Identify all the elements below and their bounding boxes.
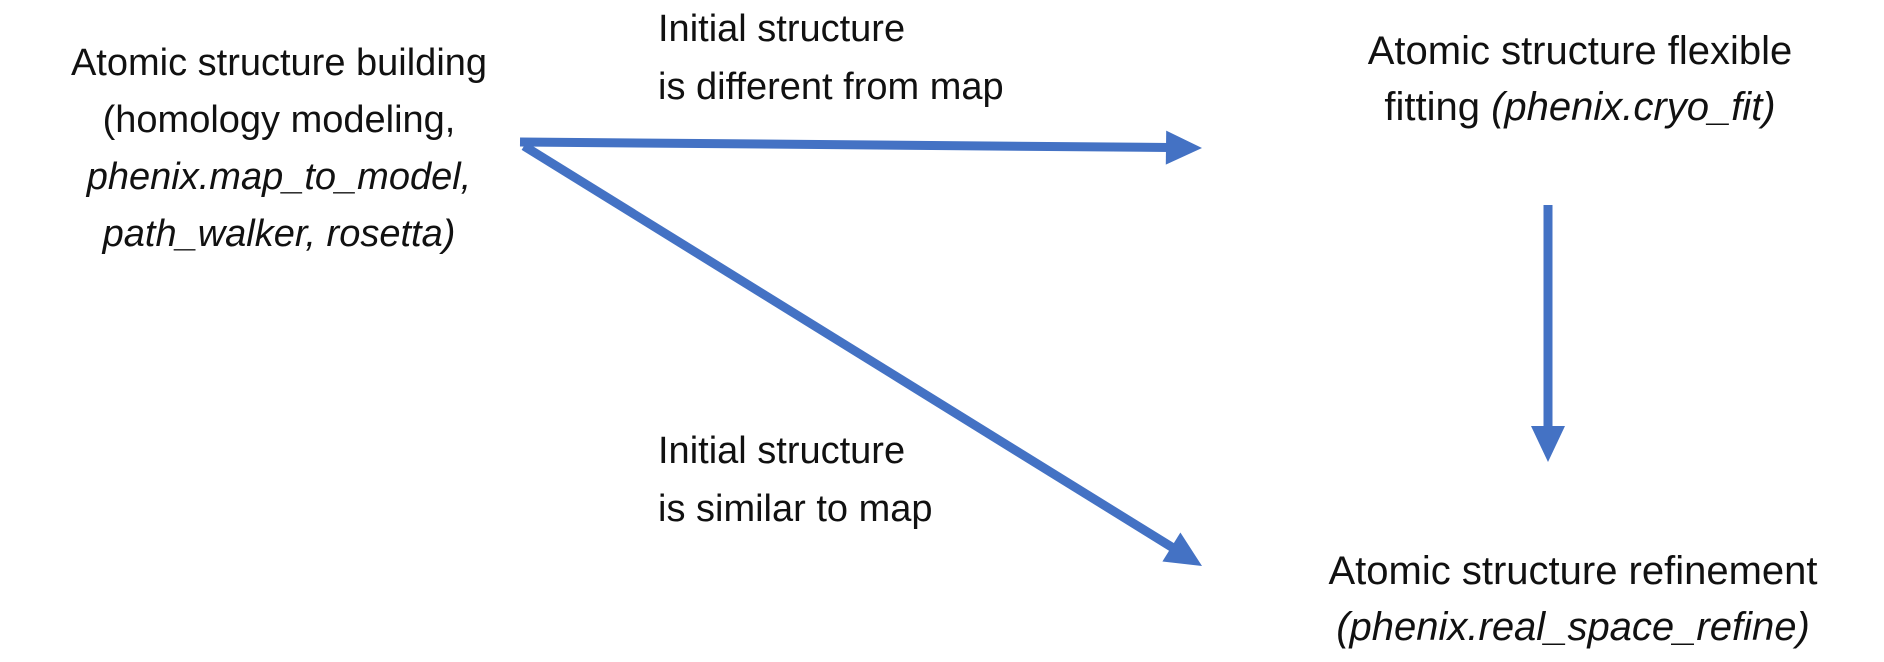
arrow-building-to-refinement-head	[1162, 532, 1202, 566]
node-refinement-line2: (phenix.real_space_refine)	[1336, 605, 1810, 649]
arrow-fitting-to-refinement	[1531, 205, 1565, 462]
node-fitting-line1: Atomic structure flexible	[1367, 29, 1793, 73]
node-atomic-structure-flexible-fitting: Atomic structure flexible fitting (pheni…	[1280, 23, 1880, 135]
node-refinement-line1: Atomic structure refinement	[1328, 549, 1818, 593]
node-fitting-line2-tool: (phenix.cryo_fit)	[1491, 85, 1776, 129]
edge-label-similar-to-map: Initial structure is similar to map	[658, 422, 933, 538]
node-fitting-line2-prefix: fitting	[1384, 85, 1492, 129]
arrow-fitting-to-refinement-head	[1531, 426, 1565, 462]
label-different-line2: is different from map	[658, 66, 1004, 108]
node-atomic-structure-refinement: Atomic structure refinement (phenix.real…	[1262, 543, 1884, 655]
node-building-line1: Atomic structure building	[70, 42, 488, 84]
edge-label-different-from-map: Initial structure is different from map	[658, 0, 1004, 116]
label-similar-line1: Initial structure	[658, 430, 906, 472]
node-building-line4: path_walker, rosetta)	[102, 213, 456, 255]
label-similar-line2: is similar to map	[658, 488, 933, 530]
arrow-building-to-fitting-shaft	[519, 137, 1171, 152]
label-different-line1: Initial structure	[658, 8, 906, 50]
node-building-line2: (homology modeling,	[102, 99, 456, 141]
arrow-building-to-fitting	[519, 130, 1202, 165]
node-fitting-line2: fitting (phenix.cryo_fit)	[1280, 79, 1880, 135]
arrow-building-to-fitting-head	[1165, 130, 1202, 165]
node-building-line3: phenix.map_to_model,	[86, 156, 472, 198]
node-atomic-structure-building: Atomic structure building (homology mode…	[0, 35, 558, 263]
